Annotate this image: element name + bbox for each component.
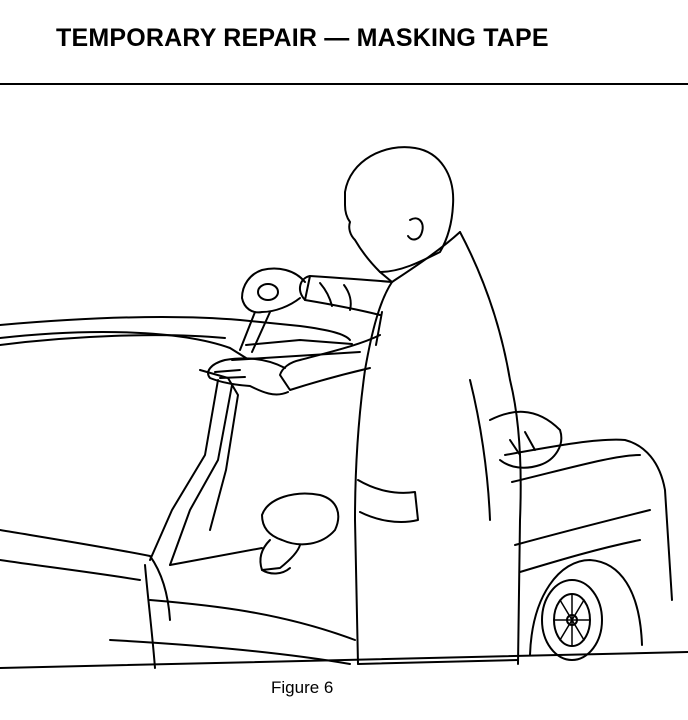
- worker-raised-hand: [242, 269, 305, 313]
- rear-side-crease: [520, 540, 640, 572]
- coat-hem: [358, 660, 518, 664]
- a-pillar-inner: [170, 385, 232, 565]
- hanging-rag: [490, 412, 561, 468]
- worker-cuff: [300, 276, 310, 300]
- a-pillar-outer: [150, 380, 218, 560]
- worker-ear: [408, 218, 423, 239]
- worker-sleeve-folds: [320, 283, 351, 310]
- fender-line: [0, 560, 140, 580]
- rear-quarter-line: [515, 510, 650, 545]
- rag-folds: [510, 432, 535, 455]
- coat-seam: [470, 380, 490, 520]
- coat-side-pocket: [358, 480, 418, 522]
- rear-body-top: [505, 440, 672, 600]
- worker-lower-arm: [280, 335, 380, 390]
- coat-collar: [380, 232, 460, 282]
- wheel-spokes: [554, 594, 590, 646]
- masking-tape-strip: [240, 312, 270, 352]
- worker-fingers: [215, 370, 245, 378]
- repair-illustration: [0, 86, 688, 672]
- wheel-arch: [530, 560, 642, 655]
- windshield-frame: [0, 332, 246, 358]
- worker-figure: [208, 147, 561, 664]
- coat-front: [355, 282, 392, 664]
- page-title: TEMPORARY REPAIR — MASKING TAPE: [56, 24, 549, 52]
- figure-caption: Figure 6: [271, 678, 334, 697]
- worker-head: [345, 147, 453, 272]
- pen-in-pocket: [376, 312, 382, 345]
- coat-back: [460, 232, 521, 664]
- car-roof-inner-line: [0, 335, 225, 345]
- car-body: [0, 317, 688, 668]
- door-top-line: [170, 548, 262, 565]
- car-roof-line: [0, 317, 350, 340]
- side-window-top: [246, 340, 352, 345]
- mirror-arm: [260, 540, 300, 570]
- a-pillar-edge: [200, 370, 238, 530]
- tape-roll: [258, 284, 278, 300]
- hood-line: [0, 530, 170, 620]
- ground-line: [0, 652, 688, 668]
- mirror-housing: [262, 494, 338, 545]
- title-rule: [0, 83, 688, 85]
- door-front-line: [145, 565, 155, 668]
- door-panel-line: [150, 600, 355, 640]
- mirror-base: [262, 568, 290, 574]
- rear-deck-line: [512, 455, 640, 482]
- side-mirror: [260, 494, 338, 574]
- rear-wheel: [542, 580, 602, 660]
- worker-pressing-hand: [208, 358, 288, 394]
